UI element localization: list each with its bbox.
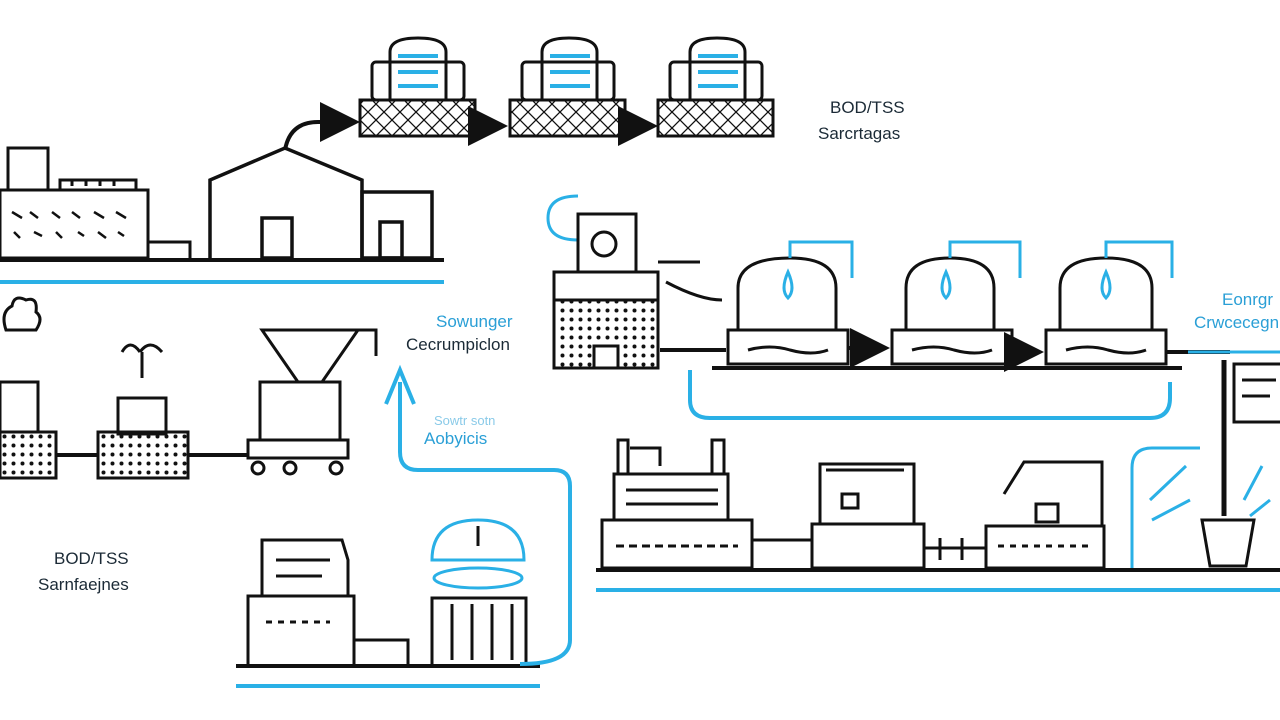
hopper-pump-unit	[188, 328, 378, 476]
factory-building-2	[810, 462, 926, 570]
bod-tss-sublabel-top: Sarcrtagas	[818, 124, 901, 143]
filter-tank-3	[656, 36, 775, 138]
filter-tank-2	[508, 36, 627, 138]
pipes-factory	[752, 538, 986, 560]
sample-beaker	[1130, 360, 1271, 570]
storage-tank-bottom	[430, 518, 526, 590]
aerator-center	[96, 343, 190, 480]
storage-columns	[430, 596, 528, 668]
filter-tank-1	[358, 36, 477, 138]
lab-building	[246, 538, 410, 668]
monitor-panel-right	[1188, 350, 1280, 424]
bod-tss-label-top: BOD/TSS	[830, 98, 905, 117]
sample-label: Sowunger	[436, 312, 513, 331]
plant-building-left	[0, 146, 192, 260]
plant-building-center	[208, 146, 434, 260]
digester-tank-3	[1044, 240, 1174, 366]
digester-return-loop	[688, 370, 1172, 420]
right-sublabel: Crwcecegn	[1194, 313, 1280, 332]
factory-building-1	[600, 438, 754, 570]
bod-tss-label-bottom: BOD/TSS	[54, 549, 129, 568]
right-label: Eonrgr	[1222, 290, 1274, 309]
analysis-small-label: Sowtr sotn	[434, 413, 496, 428]
analysis-label: Aobyicis	[424, 429, 488, 448]
analysis-flow-loop	[384, 364, 572, 666]
aerator-left	[0, 296, 58, 480]
digester-tank-2	[890, 240, 1022, 366]
top-flow-arrows	[283, 102, 658, 151]
sample-sublabel: Cecrumpiclon	[406, 335, 510, 354]
factory-building-3	[984, 460, 1106, 570]
sampling-station	[546, 194, 723, 370]
bod-tss-sublabel-bottom: Sarnfaejnes	[38, 575, 129, 594]
digester-tank-1	[726, 240, 854, 366]
